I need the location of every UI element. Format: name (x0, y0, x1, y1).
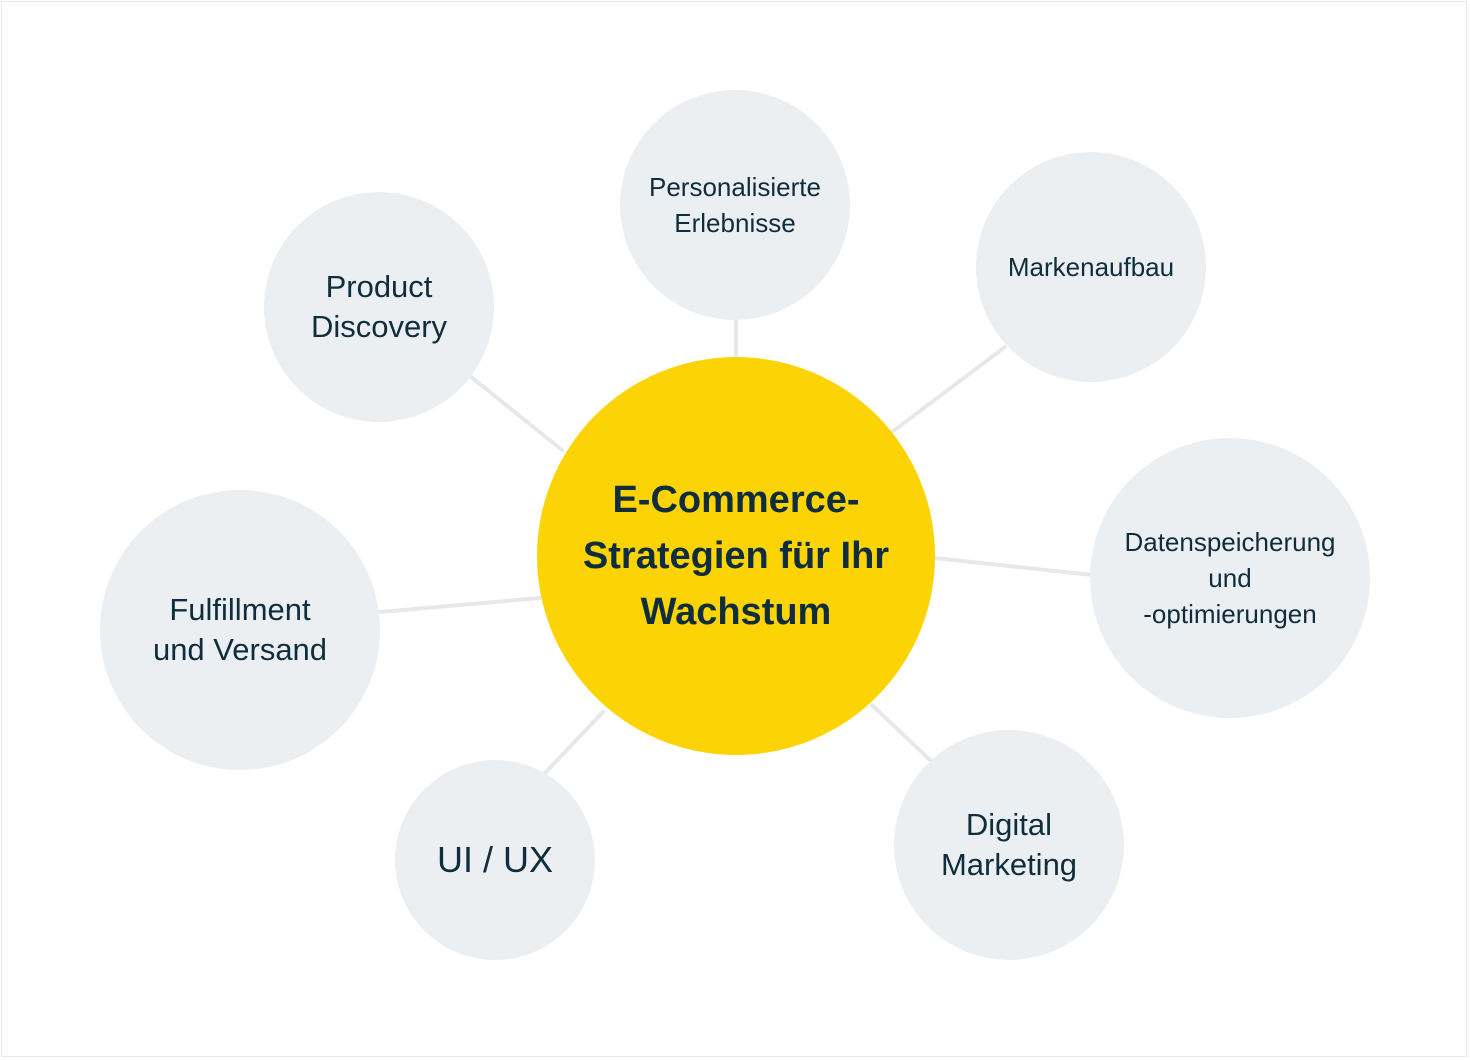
connector-product-discovery (468, 374, 564, 452)
node-markenaufbau-label: Markenaufbau (1007, 252, 1175, 282)
node-fulfillment-versand-label: Fulfillment und Versand (152, 592, 328, 667)
center-topic: E-Commerce- Strategien für Ihr Wachstum (537, 357, 935, 755)
connector-datenspeicherung (933, 556, 1094, 577)
center-topic-label: E-Commerce- Strategien für Ihr Wachstum (582, 479, 890, 633)
node-datenspeicherung: Datenspeicherung und -optimierungen (1090, 438, 1370, 718)
node-fulfillment-versand: Fulfillment und Versand (100, 490, 380, 770)
connector-markenaufbau (890, 345, 1007, 434)
connector-ui-ux (543, 710, 605, 775)
node-ui-ux-label: UI / UX (436, 839, 553, 880)
connector-digital-marketing (870, 703, 932, 762)
connector-fulfillment (378, 596, 542, 614)
node-digital-marketing-label: Digital Marketing (940, 807, 1078, 882)
node-markenaufbau: Markenaufbau (976, 152, 1206, 382)
node-personalisierte-erlebnisse-label: Personalisierte Erlebnisse (649, 172, 821, 238)
node-personalisierte-erlebnisse: Personalisierte Erlebnisse (620, 90, 850, 320)
node-ui-ux: UI / UX (395, 760, 595, 960)
node-datenspeicherung-label: Datenspeicherung und -optimierungen (1124, 527, 1336, 629)
node-digital-marketing: Digital Marketing (894, 730, 1124, 960)
node-product-discovery: Product Discovery (264, 192, 494, 422)
node-product-discovery-label: Product Discovery (310, 269, 448, 344)
